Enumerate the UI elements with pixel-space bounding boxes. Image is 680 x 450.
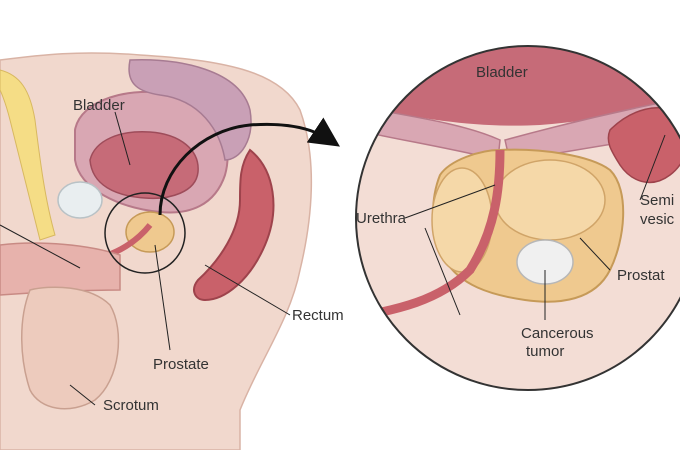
label-seminal-1: Semi xyxy=(640,192,675,209)
bladder-wall-left xyxy=(89,131,199,200)
fat-layer xyxy=(0,69,56,241)
prostate-left xyxy=(125,211,175,253)
scrotum-shape xyxy=(21,286,120,410)
seminal-vesicle xyxy=(607,107,680,184)
zoom-circle xyxy=(355,45,680,391)
label-scrotum: Scrotum xyxy=(103,397,159,414)
abdomen-organ xyxy=(128,59,252,161)
label-seminal-2: vesic xyxy=(640,211,675,228)
label-bladder-right: Bladder xyxy=(476,64,528,81)
focus-circle xyxy=(104,192,186,274)
leader-lines-right xyxy=(404,134,666,320)
label-tumor-2: tumor xyxy=(526,343,565,360)
pelvis-side-view xyxy=(0,52,313,450)
label-rectum: Rectum xyxy=(292,307,344,324)
zoom-circle-border xyxy=(355,45,680,391)
pubic-bone xyxy=(57,181,103,219)
label-urethra: Urethra xyxy=(356,210,407,227)
label-tumor-1: Cancerous xyxy=(521,325,594,342)
prostate-lobe-right xyxy=(494,159,606,241)
prostate-lobe-left xyxy=(431,167,493,273)
label-prostate-left: Prostate xyxy=(153,356,209,373)
label-bladder-left: Bladder xyxy=(73,97,125,114)
rectum-left xyxy=(193,148,275,302)
label-prostate-right: Prostat xyxy=(617,267,665,284)
urethra-right xyxy=(356,149,505,325)
zoom-arrow xyxy=(158,117,340,216)
leader-lines-left xyxy=(0,111,291,406)
